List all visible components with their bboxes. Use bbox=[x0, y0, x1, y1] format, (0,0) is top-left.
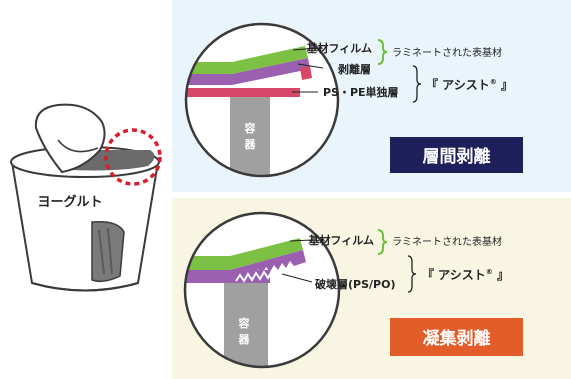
top-ps-pe-layer bbox=[186, 88, 300, 97]
top-product-label: 『 アシスト® 』 bbox=[426, 77, 513, 92]
bottom-breaking-layer-label: 破壊層(PS/PO) bbox=[315, 277, 395, 291]
peeled-lid bbox=[34, 103, 106, 174]
interlayer-peel-badge bbox=[390, 137, 523, 173]
bottom-product-label: 『 アシスト® 』 bbox=[422, 267, 509, 282]
bottom-purple-lifted bbox=[230, 250, 306, 283]
cup-body bbox=[10, 161, 160, 292]
cup-cutaway-lines bbox=[98, 227, 113, 275]
lid-fold bbox=[57, 139, 99, 153]
cup-label: ヨーグルト bbox=[37, 194, 102, 210]
bottom-green-flat bbox=[185, 256, 230, 270]
highlight-circle bbox=[104, 128, 162, 186]
bottom-green-lifted bbox=[230, 238, 303, 270]
bottom-green-brace bbox=[377, 229, 388, 255]
top-pink-tab bbox=[300, 66, 312, 80]
top-vessel bbox=[230, 96, 270, 176]
yogurt-cup: ヨーグルト bbox=[10, 103, 162, 292]
bottom-vessel-label-char1: 容 bbox=[238, 316, 250, 330]
top-green-brace bbox=[377, 39, 388, 65]
bottom-product-brace bbox=[407, 255, 417, 293]
cohesive-peel-badge bbox=[390, 318, 523, 356]
bottom-detail: 容 器 容器 基材フィルム 破壊層(PS/PO) ラミネートされた表基材 『 ア… bbox=[183, 211, 523, 369]
bottom-vessel-label-char2: 器 bbox=[238, 333, 251, 346]
interlayer-peel-badge-label: 層間剥離 bbox=[423, 146, 491, 167]
bottom-laminated-note: ラミネートされた表基材 bbox=[392, 235, 502, 248]
bottom-breaking-leader bbox=[281, 273, 313, 283]
bottom-base-film-leader bbox=[289, 239, 313, 242]
top-product-brace bbox=[412, 65, 422, 103]
top-laminated-note: ラミネートされた表基材 bbox=[392, 46, 502, 59]
top-base-film-label: 基材フィルム bbox=[305, 41, 372, 55]
bottom-fracture-zigzag bbox=[235, 267, 289, 283]
top-purple-flat bbox=[186, 74, 232, 85]
top-green-flat bbox=[186, 62, 232, 74]
bottom-purple-flat bbox=[185, 270, 270, 283]
top-purple-lifted bbox=[232, 58, 310, 85]
bottom-base-film-label: 基材フィルム bbox=[307, 233, 374, 247]
top-peel-layer-label: 剥離層 bbox=[338, 62, 371, 76]
top-base-film-leader bbox=[292, 47, 319, 51]
top-ps-pe-layer-label: PS・PE単独層 bbox=[323, 85, 399, 99]
top-vessel-label-char2: 器 bbox=[244, 138, 257, 151]
cup-bottom bbox=[31, 282, 139, 292]
top-vessel-label-char1: 容 bbox=[244, 121, 256, 135]
cohesive-peel-badge-label: 凝集剥離 bbox=[423, 328, 491, 349]
top-detail-ring bbox=[184, 22, 340, 178]
bottom-detail-ring bbox=[183, 211, 341, 369]
top-detail: 容 器 容器 基材フィルム 剥離層 PS・PE単独層 ラミネートされた表基材 『… bbox=[184, 22, 523, 178]
top-peel-leader bbox=[297, 63, 324, 69]
top-green-lifted bbox=[232, 46, 308, 74]
bottom-vessel bbox=[224, 280, 268, 367]
